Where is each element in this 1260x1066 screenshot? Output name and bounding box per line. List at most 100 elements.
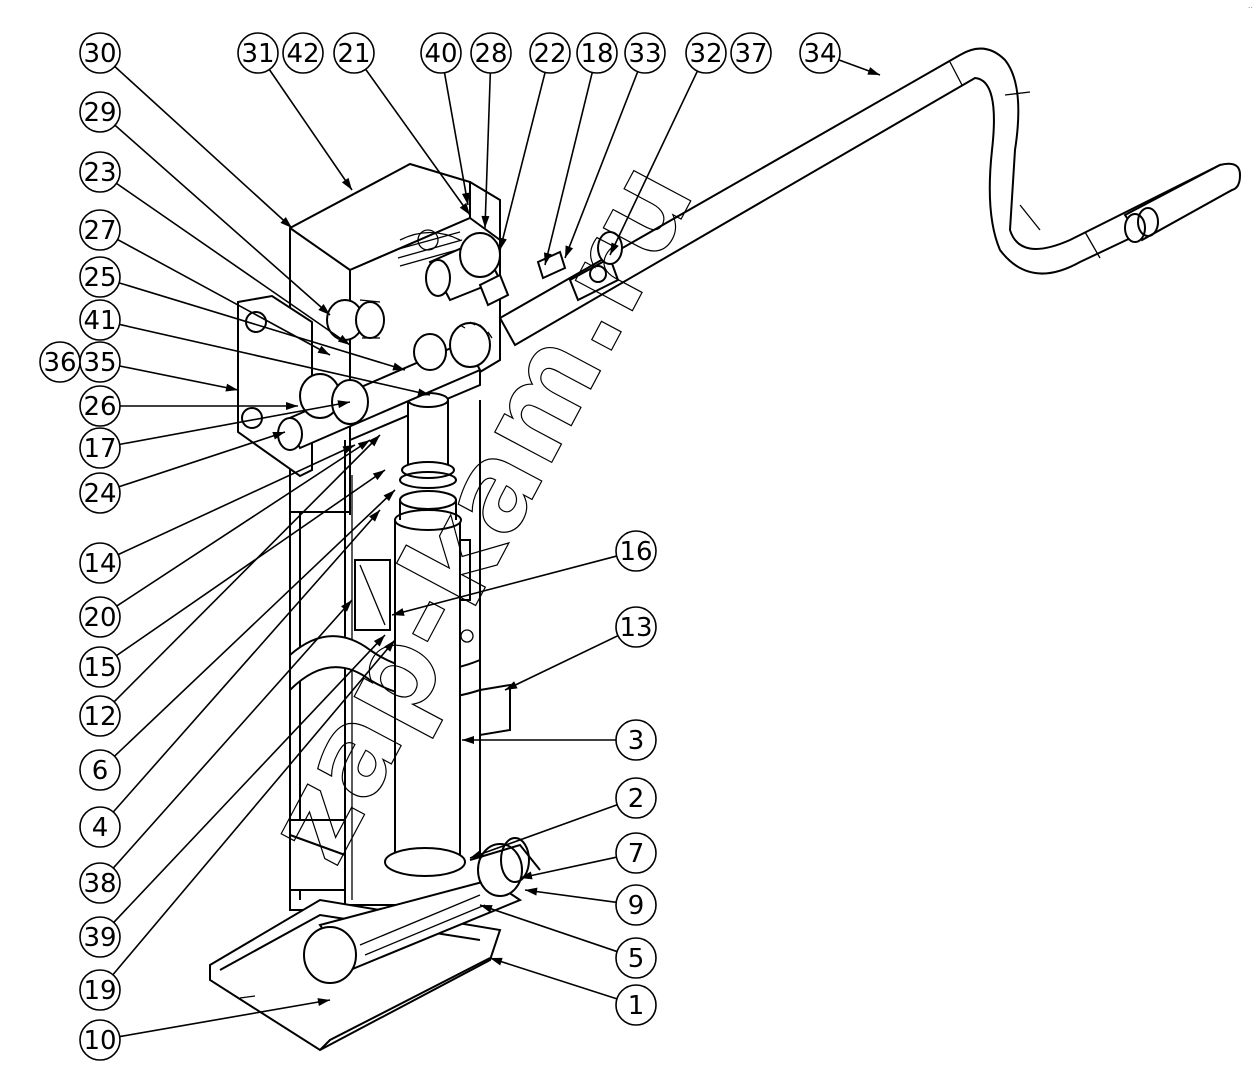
callout-circle [420, 32, 462, 74]
leader-line [112, 599, 353, 869]
leader-line [113, 634, 386, 924]
callout-circle [79, 862, 121, 904]
callout-circle [79, 1019, 121, 1061]
callout-label: 19 [83, 976, 116, 1006]
callout-20: 20 [79, 439, 371, 638]
callout-label: 1 [628, 991, 645, 1021]
callout-label: 36 [43, 348, 76, 378]
callout-label: 34 [803, 39, 836, 69]
leader-line [114, 65, 293, 229]
callout-24: 24 [79, 431, 286, 514]
callout-25: 25 [79, 256, 406, 371]
callout-17: 17 [79, 400, 351, 469]
callout-label: 5 [628, 944, 645, 974]
leader-line [391, 555, 617, 616]
leader-line [609, 70, 699, 256]
callout-label: 33 [628, 39, 661, 69]
leader-line [544, 72, 594, 266]
leader-line [114, 124, 331, 316]
callout-12: 12 [79, 434, 381, 737]
leader-line [116, 439, 371, 607]
leader-arrowhead [369, 510, 380, 522]
callout-label: 16 [619, 537, 652, 567]
callout-21: 21 [333, 32, 471, 216]
callout-circle [624, 32, 666, 74]
leader-line [499, 72, 546, 251]
foot-plate [209, 837, 541, 1052]
callout-40: 40 [420, 32, 470, 206]
leader-line [524, 889, 617, 904]
callout-label: 28 [474, 39, 507, 69]
callout-label: 14 [83, 549, 116, 579]
leader-arrowhead [525, 887, 538, 896]
callout-circle [79, 341, 121, 383]
callout-label: 26 [83, 392, 116, 422]
callout-34: 34 [799, 32, 881, 76]
leader-line [268, 69, 353, 191]
callout-circle [79, 916, 121, 958]
callout-1: 1 [489, 957, 657, 1026]
leader-line [113, 489, 396, 757]
leader-arrowhead [318, 304, 330, 315]
leader-arrowhead [341, 177, 352, 190]
callout-26: 26 [79, 385, 298, 427]
leader-line [113, 434, 381, 703]
leader-arrowhead [383, 490, 395, 502]
callout-30: 30 [79, 32, 293, 229]
callout-label: 6 [92, 756, 109, 786]
leader-arrowhead [490, 957, 503, 966]
callout-circle [470, 32, 512, 74]
callout-circle [237, 32, 279, 74]
leader-arrowhead [372, 470, 385, 481]
callout-5: 5 [479, 904, 657, 979]
callout-label: 37 [734, 39, 767, 69]
leader-line [484, 72, 492, 229]
leader-arrowhead [459, 202, 470, 215]
leader-arrowhead [342, 445, 355, 454]
callout-16: 16 [391, 530, 657, 616]
callout-circle [79, 596, 121, 638]
leader-arrowhead [272, 431, 285, 440]
callout-28: 28 [470, 32, 512, 229]
callout-circle [79, 209, 121, 251]
callout-label: 13 [619, 613, 652, 643]
leader-line [564, 71, 639, 259]
corner-mark: .. [1248, 2, 1252, 10]
callout-circle [333, 32, 375, 74]
leader-arrowhead [867, 67, 880, 75]
leader-arrowhead [286, 402, 298, 410]
callout-label: 29 [83, 98, 116, 128]
leader-arrowhead [543, 252, 552, 265]
callout-3: 3 [462, 719, 657, 761]
callout-circle [615, 832, 657, 874]
callout-label: 27 [83, 216, 116, 246]
callout-label: 17 [83, 434, 116, 464]
leader-arrowhead [461, 192, 470, 205]
callout-41: 41 [79, 299, 431, 397]
leader-arrowhead [357, 440, 370, 450]
leader-arrowhead [462, 736, 474, 744]
callout-circle [79, 749, 121, 791]
callout-36: 36 [39, 341, 81, 383]
leader-arrowhead [317, 998, 330, 1006]
leader-arrowhead [520, 871, 533, 880]
callout-15: 15 [79, 469, 386, 688]
callout-circle [730, 32, 772, 74]
callout-circle [79, 646, 121, 688]
leader-arrowhead [470, 850, 483, 858]
leader-line [119, 999, 331, 1038]
callout-circle [79, 91, 121, 133]
callout-6: 6 [79, 489, 396, 791]
leader-line [112, 639, 396, 976]
callout-circle [615, 984, 657, 1026]
callout-circle [79, 695, 121, 737]
crank-handle [498, 47, 1242, 347]
callout-circle [79, 32, 121, 74]
callout-label: 15 [83, 653, 116, 683]
callout-label: 18 [580, 39, 613, 69]
callout-39: 39 [79, 634, 386, 958]
callout-circle [615, 530, 657, 572]
leader-line [489, 957, 618, 1000]
